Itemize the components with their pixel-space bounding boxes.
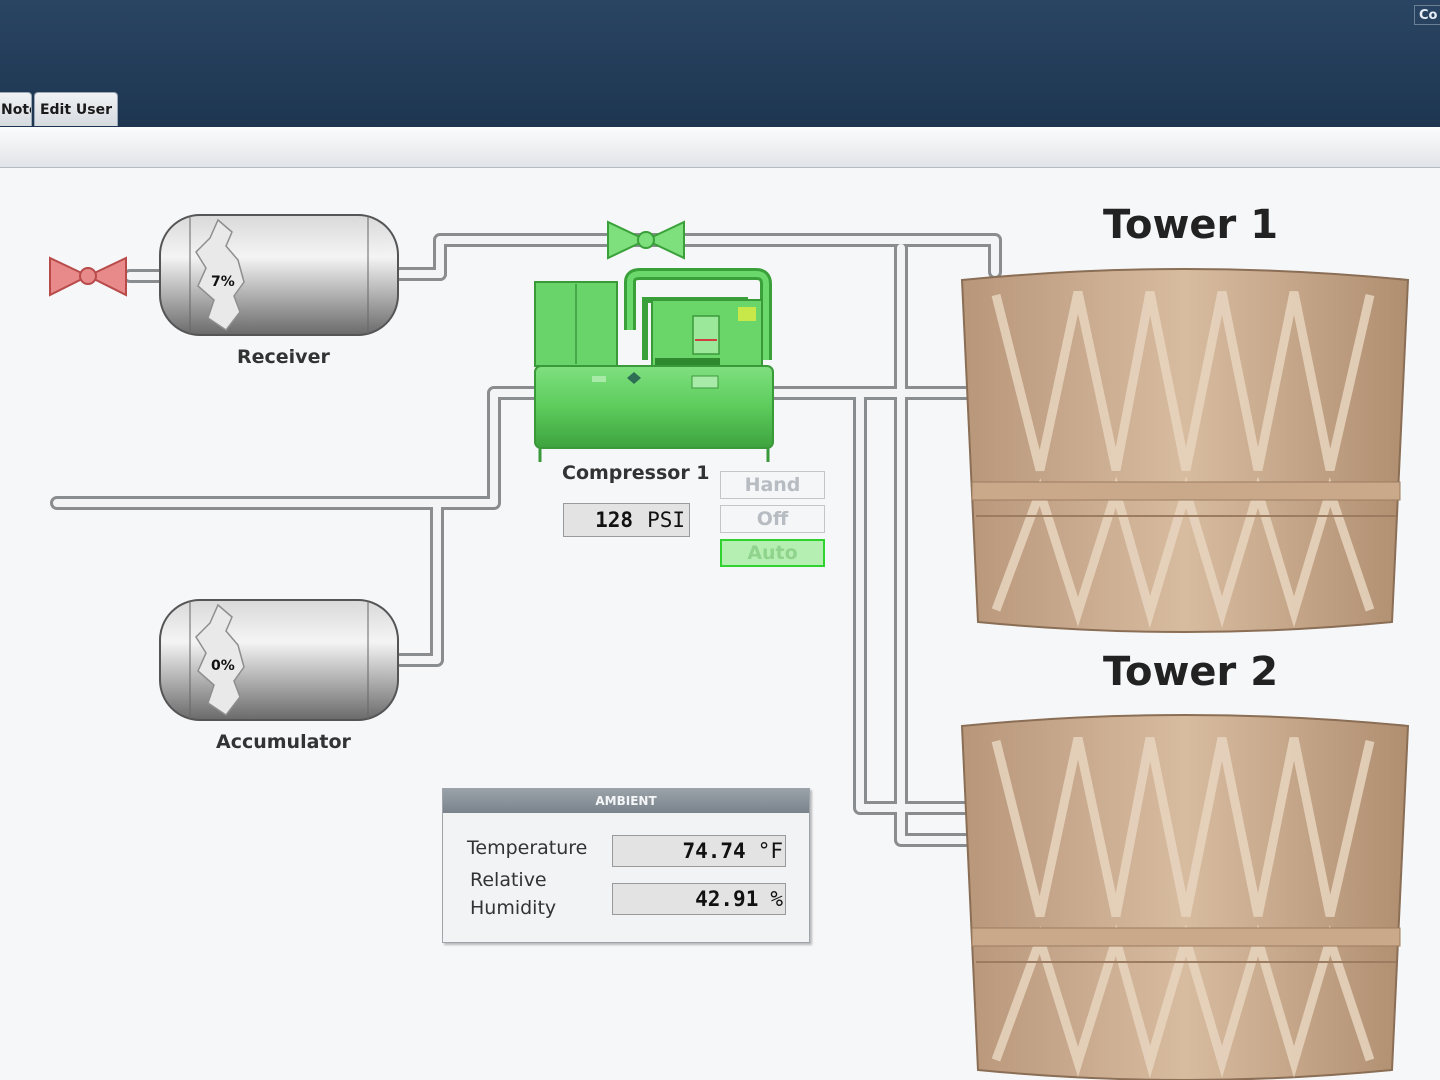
receiver-label: Receiver <box>237 346 330 368</box>
accumulator-label: Accumulator <box>216 731 351 753</box>
toolbar-strip <box>0 127 1440 168</box>
top-bar: Co <box>0 0 1440 127</box>
compressor-label: Compressor 1 <box>562 462 710 484</box>
tab-notes[interactable]: Notes <box>0 92 32 126</box>
ambient-panel-title: AMBIENT <box>443 789 809 813</box>
accumulator-level-text: 0% <box>211 658 235 674</box>
humidity-label-line2: Humidity <box>470 897 557 919</box>
temperature-value: 74.74 <box>682 839 746 863</box>
humidity-label-line1: Relative <box>470 869 547 891</box>
ambient-panel: AMBIENT Temperature 74.74 °F Relative Hu… <box>442 788 810 943</box>
receiver-level-text: 7% <box>211 274 235 290</box>
receiver-tank <box>159 214 399 336</box>
temperature-unit: °F <box>757 839 783 863</box>
pressure-value: 128 <box>595 508 634 532</box>
tab-edit-user[interactable]: Edit User <box>34 92 118 126</box>
humidity-value: 42.91 <box>695 887 759 911</box>
temperature-label: Temperature <box>467 837 588 859</box>
compressor-unit <box>534 268 774 462</box>
receiver-inlet-valve-icon <box>49 256 127 297</box>
tower-1-graphic <box>960 268 1410 633</box>
corner-button[interactable]: Co <box>1414 5 1440 25</box>
humidity-unit: % <box>770 887 783 911</box>
temperature-display: 74.74 °F <box>612 835 786 867</box>
process-diagram <box>49 214 1410 1080</box>
discharge-valve-icon <box>607 220 685 260</box>
tower-2-title: Tower 2 <box>1103 649 1279 695</box>
mode-off-button[interactable]: Off <box>720 505 825 533</box>
mode-hand-button[interactable]: Hand <box>720 471 825 499</box>
compressor-pressure-display: 128 PSI <box>563 503 690 537</box>
pipes <box>50 233 1002 847</box>
mode-auto-button[interactable]: Auto <box>720 539 825 567</box>
accumulator-tank <box>159 599 399 721</box>
tower-1-title: Tower 1 <box>1103 202 1279 248</box>
humidity-display: 42.91 % <box>612 883 786 915</box>
tower-2-graphic <box>960 714 1410 1080</box>
pressure-unit: PSI <box>647 508 685 532</box>
